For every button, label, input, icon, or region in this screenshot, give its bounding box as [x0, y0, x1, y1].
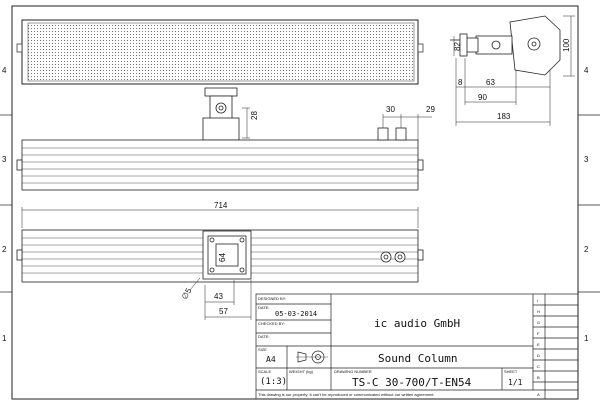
dim-28: 28	[250, 111, 259, 120]
dim-100: 100	[562, 38, 571, 52]
tb-designed-by-label: DESIGNED BY:	[258, 296, 286, 301]
tb-footer: This drawing is our property; it can't b…	[258, 392, 435, 397]
tb-company: ic audio GmbH	[374, 317, 460, 330]
tb-size-value: A4	[266, 355, 276, 364]
tb-checked-by-label: CHECKED BY:	[258, 321, 285, 326]
tb-sheet-value: 1/1	[508, 378, 523, 387]
dim-63: 63	[486, 78, 495, 87]
zone-left-4: 4	[2, 66, 7, 75]
tb-drawing-number-label: DRAWING NUMBER	[334, 369, 372, 374]
dim-183: 183	[497, 112, 511, 121]
zone-right-3: 3	[584, 155, 589, 164]
dim-90: 90	[478, 93, 487, 102]
zone-right-4: 4	[584, 66, 589, 75]
dim-8: 8	[458, 78, 463, 87]
tb-date-value: 05-03-2014	[275, 310, 317, 318]
side-view-bracket: 82 100	[450, 15, 575, 126]
dim-82: 82	[453, 42, 462, 51]
back-view	[16, 207, 424, 320]
front-view	[16, 19, 424, 85]
tb-size-label: SIZE	[258, 347, 267, 352]
dim-57: 57	[219, 307, 228, 316]
dim-30: 30	[386, 105, 395, 114]
title-block	[255, 293, 579, 400]
rev-I: I	[537, 298, 538, 303]
revision-column: I H G F E D C B A	[537, 298, 540, 397]
zone-left-3: 3	[2, 155, 7, 164]
tb-weight-label: WEIGHT (kg)	[289, 369, 314, 374]
rev-C: C	[537, 364, 540, 369]
rev-D: D	[537, 353, 540, 358]
tb-date2-label: DATE:	[258, 334, 269, 339]
tb-scale-value: (1:3)	[260, 377, 287, 387]
rev-B: B	[537, 375, 540, 380]
dim-714: 714	[214, 201, 228, 210]
zone-right-1: 1	[584, 334, 589, 343]
zone-left-2: 2	[2, 245, 7, 254]
dim-29: 29	[426, 105, 435, 114]
dim-43: 43	[214, 292, 223, 301]
tb-scale-label: SCALE	[258, 369, 271, 374]
zone-markers	[0, 114, 600, 293]
top-view: 28	[16, 87, 432, 191]
rev-G: G	[537, 320, 540, 325]
rev-H: H	[537, 309, 540, 314]
zone-left-1: 1	[2, 334, 7, 343]
zone-right-2: 2	[584, 245, 589, 254]
rev-A: A	[537, 392, 540, 397]
rev-E: E	[537, 342, 540, 347]
tb-sheet-label: SHEET	[504, 369, 518, 374]
tb-date-label: DATE:	[258, 305, 269, 310]
tb-drawing-title: Sound Column	[378, 352, 457, 365]
dim-64: 64	[218, 253, 227, 262]
rev-F: F	[537, 331, 540, 336]
tb-drawing-number: TS-C 30-700/T-EN54	[352, 376, 472, 389]
